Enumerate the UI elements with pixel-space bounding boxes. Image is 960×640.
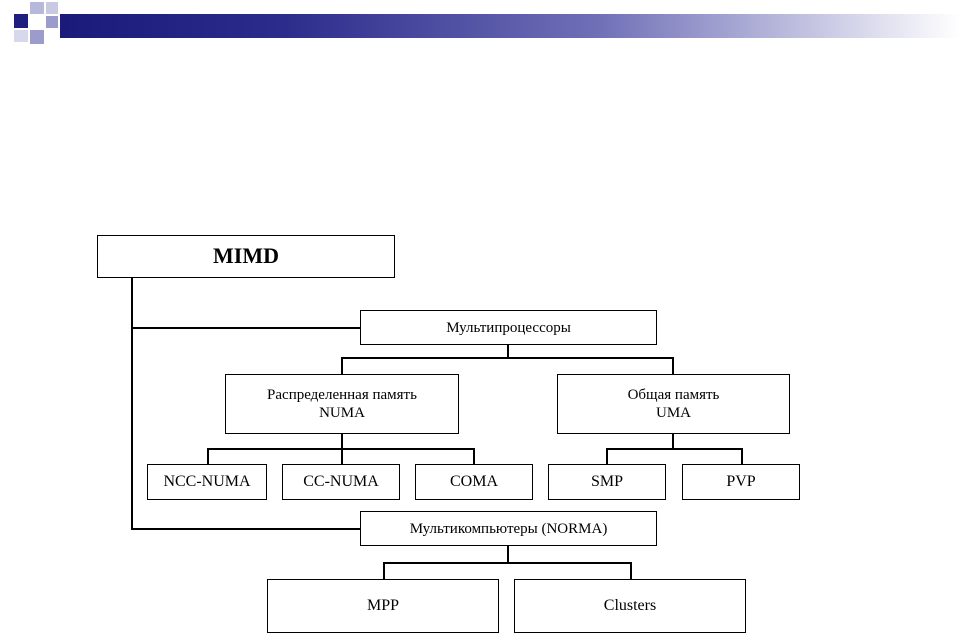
connector-to-coma — [473, 448, 475, 464]
node-numa-line2: NUMA — [319, 405, 365, 421]
connector-root-trunk — [131, 277, 133, 529]
node-smp: SMP — [548, 464, 666, 500]
connector-to-cc-numa — [341, 448, 343, 464]
node-multiprocessors-label: Мультипроцессоры — [446, 319, 571, 336]
connector-to-pvp — [741, 448, 743, 464]
decor-square-2 — [30, 2, 44, 14]
node-pvp: PVP — [682, 464, 800, 500]
title-banner — [0, 0, 960, 60]
connector-uma-down — [672, 433, 674, 449]
connector-to-smp — [606, 448, 608, 464]
connector-numa-down — [341, 433, 343, 449]
node-pvp-label: PVP — [726, 473, 756, 491]
decor-square-1 — [14, 14, 28, 28]
node-mimd-label: MIMD — [213, 243, 279, 269]
decor-square-3 — [46, 2, 58, 14]
node-mpp: MPP — [267, 579, 499, 633]
connector-to-clusters — [630, 562, 632, 579]
node-uma: Общая память UMA — [557, 374, 790, 434]
node-clusters: Clusters — [514, 579, 746, 633]
node-mimd: MIMD — [97, 235, 395, 278]
node-mpp-label: MPP — [366, 597, 400, 615]
connector-root-to-multiprocessors — [131, 327, 360, 329]
decor-square-6 — [14, 30, 28, 42]
node-coma: COMA — [415, 464, 533, 500]
node-cc-numa: CC-NUMA — [282, 464, 400, 500]
node-numa: Распределенная память NUMA — [225, 374, 459, 434]
node-smp-label: SMP — [590, 473, 624, 491]
node-clusters-label: Clusters — [603, 597, 657, 615]
connector-numa-horizontal — [207, 448, 474, 450]
connector-mp-down — [507, 344, 509, 358]
connector-mp-horizontal — [341, 357, 673, 359]
decor-square-4 — [30, 30, 44, 44]
node-multicomputers: Мультикомпьютеры (NORMA) — [360, 511, 657, 546]
banner-gradient-bar — [60, 14, 960, 38]
node-multiprocessors: Мультипроцессоры — [360, 310, 657, 345]
connector-to-mpp — [383, 562, 385, 579]
node-numa-line1: Распределенная память — [267, 387, 417, 403]
connector-mc-horizontal — [383, 562, 631, 564]
node-cc-numa-label: CC-NUMA — [303, 473, 379, 491]
node-uma-line1: Общая память — [627, 387, 720, 403]
node-multicomputers-label: Мультикомпьютеры (NORMA) — [409, 520, 608, 537]
connector-mc-down — [507, 545, 509, 563]
decor-square-5 — [46, 16, 58, 28]
connector-to-ncc-numa — [207, 448, 209, 464]
node-ncc-numa: NCC-NUMA — [147, 464, 267, 500]
connector-to-uma — [672, 357, 674, 374]
node-ncc-numa-label: NCC-NUMA — [163, 473, 251, 491]
connector-root-to-multicomputers — [131, 528, 360, 530]
node-uma-line2: UMA — [655, 405, 691, 421]
node-coma-label: COMA — [449, 473, 498, 491]
connector-uma-horizontal — [606, 448, 742, 450]
connector-to-numa — [341, 357, 343, 374]
